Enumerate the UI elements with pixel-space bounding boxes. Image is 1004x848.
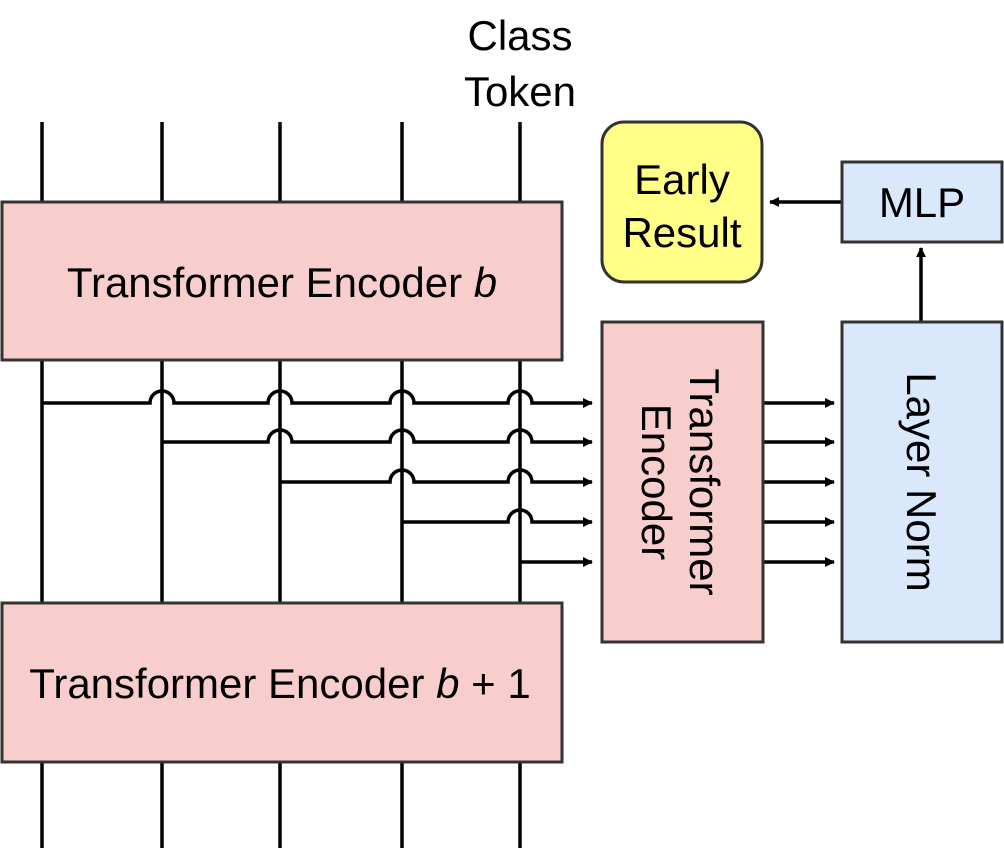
transformer-encoder-b-plus-1-box [0,601,564,764]
branch-lines [42,389,593,567]
encoder-to-norm-arrows [763,398,835,567]
branch-token-1 [42,389,593,408]
early-result-label-line1: Early [634,156,730,203]
branch-token-3 [280,468,593,487]
mlp-label: MLP [879,179,965,226]
class-token-label-line2: Token [464,68,576,115]
class-token-label-line1: Class [467,12,572,59]
layer-norm-label: Layer Norm [898,372,945,591]
transformer-encoder-b-box [0,200,564,362]
early-result-box [600,120,764,284]
mlp-box [840,160,1004,244]
layer-norm-label-group: Layer Norm [898,372,945,591]
token-lines-bottom [40,762,522,848]
side-transformer-encoder-box [600,320,765,644]
side-transformer-encoder-label: Transformer Encoder [633,368,728,595]
branch-token-2 [162,428,593,447]
transformer-encoder-b-label: Transformer Encoder b [67,259,497,306]
side-encoder-line1: Transformer [681,368,728,595]
token-lines-top [40,122,522,202]
side-encoder-line2: Encoder [633,404,680,560]
transformer-encoder-b-plus-1-label: Transformer Encoder b + 1 [29,660,531,707]
early-result-label-line2: Result [622,209,741,256]
layer-norm-box [840,320,1004,644]
branch-token-4 [402,508,593,527]
